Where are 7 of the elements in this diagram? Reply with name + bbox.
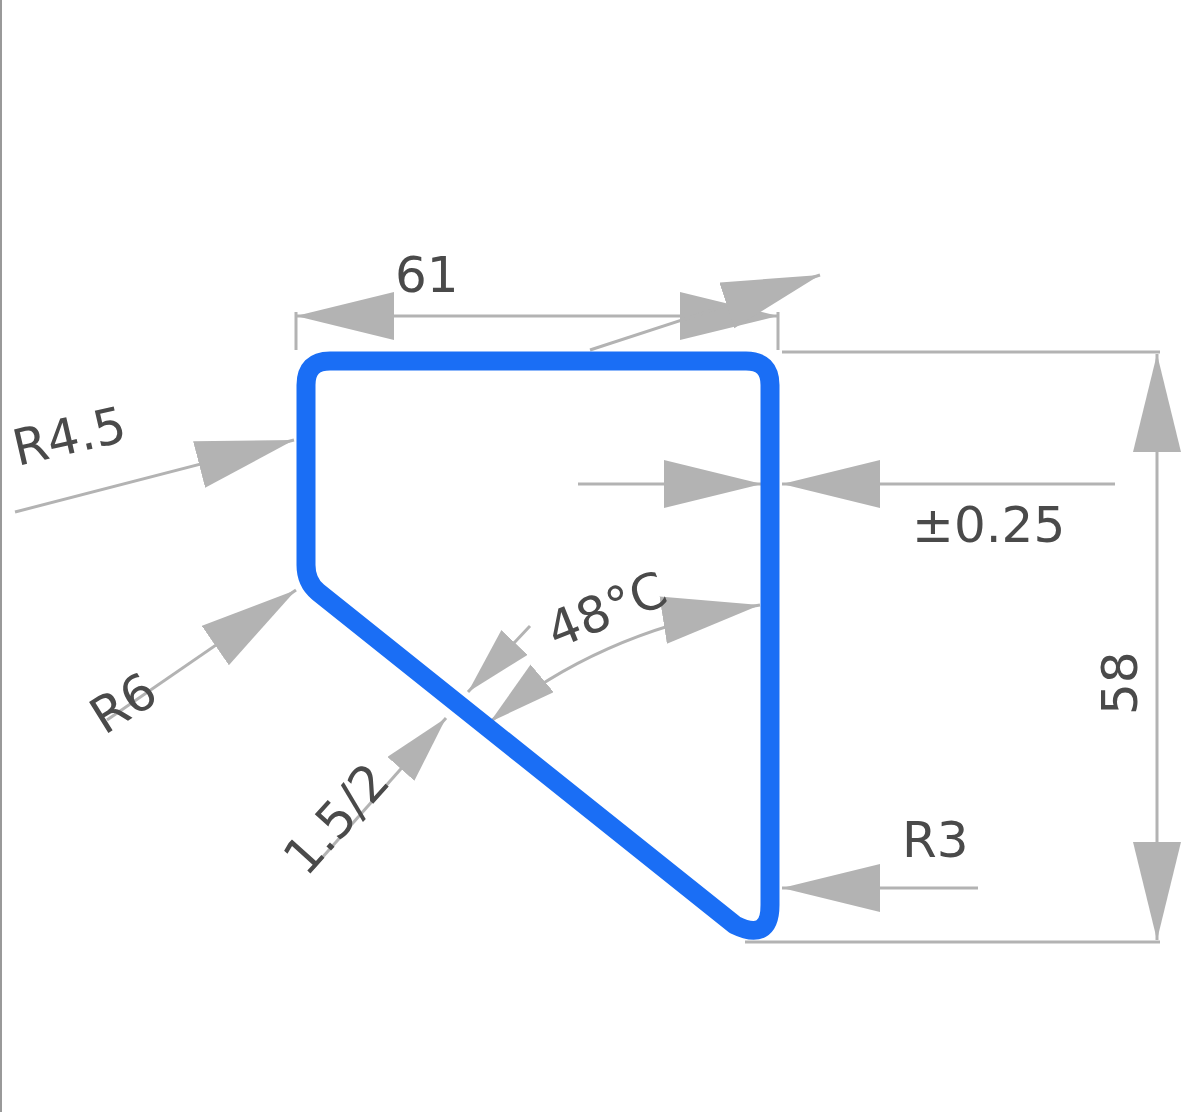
dimension-label: ±0.25	[912, 500, 1066, 550]
dimension-label: R3	[902, 815, 969, 865]
dimension-label: R6	[82, 664, 165, 743]
dimension-label: R4.5	[8, 399, 131, 474]
dimension-label: 48°C	[540, 563, 674, 657]
dimension-label: 61	[395, 250, 459, 300]
dimension-label: 58	[1095, 651, 1145, 715]
